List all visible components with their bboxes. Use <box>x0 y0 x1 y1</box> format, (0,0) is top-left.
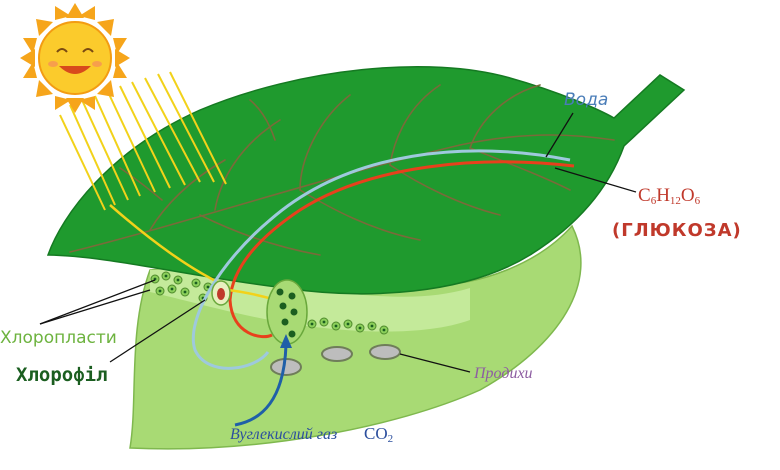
smiling-sun-icon <box>20 3 130 113</box>
co2-formula-text: CO <box>364 424 388 443</box>
central-chloroplast <box>266 279 308 345</box>
formula-carbon: C <box>638 185 651 206</box>
stomata <box>270 344 401 376</box>
co2-formula-subscript: 2 <box>387 433 394 445</box>
sun-rays <box>59 71 227 211</box>
water-flow-line <box>191 149 571 370</box>
leaf-cross-section <box>150 269 470 332</box>
co2-formula-label: CO2 <box>364 425 393 445</box>
chlorophyll-label: Хлорофіл <box>16 364 108 386</box>
carbon-dioxide-label: Вуглекислий газ <box>230 426 338 443</box>
pointer-lines <box>39 112 637 373</box>
glucose-flow-line <box>228 160 575 339</box>
glucose-formula-label: C6H12O6 <box>638 186 700 207</box>
formula-carbon-subscript: 6 <box>650 195 657 207</box>
co2-arrow <box>234 334 292 427</box>
chloroplasts-label: Хлоропласти <box>0 328 117 348</box>
formula-hydrogen: H <box>656 185 670 206</box>
stomata-label: Продихи <box>474 365 533 382</box>
formula-oxygen-subscript: 6 <box>694 195 701 207</box>
glucose-name-label: (ГЛЮКОЗА) <box>612 220 742 241</box>
formula-oxygen: O <box>680 185 695 206</box>
formula-hydrogen-subscript: 12 <box>669 195 681 207</box>
water-label: Вода <box>564 90 609 110</box>
small-chloroplast <box>211 280 231 306</box>
